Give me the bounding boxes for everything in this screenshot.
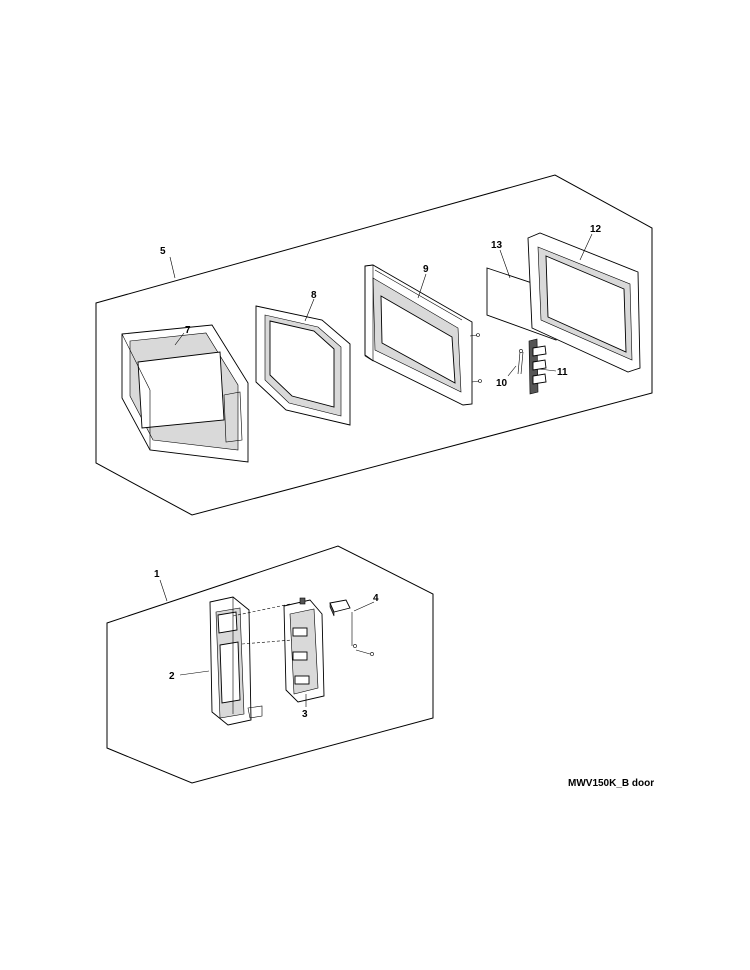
callout-3: 3 <box>302 709 308 720</box>
callout-7: 7 <box>185 325 191 336</box>
part-8-door-screen[interactable] <box>255 305 351 426</box>
part-7-choke-frame[interactable] <box>121 324 249 463</box>
callout-13: 13 <box>491 240 503 251</box>
part-3-control-bracket[interactable] <box>283 597 325 703</box>
part-12-outer-door-panel[interactable] <box>527 232 641 373</box>
assembly-1-boundary <box>106 545 434 784</box>
assembly-5-group: 5 7 8 9 13 12 10 11 <box>95 174 653 516</box>
callout-8: 8 <box>311 290 317 301</box>
callout-2: 2 <box>169 671 175 682</box>
callout-12: 12 <box>590 224 602 235</box>
assembly-5-boundary <box>95 174 653 516</box>
part-4-component[interactable] <box>329 599 374 656</box>
callout-11: 11 <box>557 367 568 378</box>
callout-9: 9 <box>423 264 429 275</box>
part-9-door-frame[interactable] <box>364 264 482 406</box>
callout-5: 5 <box>160 246 166 257</box>
part-2-control-panel[interactable] <box>209 596 263 726</box>
callout-4: 4 <box>373 593 379 604</box>
callout-1: 1 <box>154 569 160 580</box>
assembly-1-group: 1 2 3 4 <box>106 545 434 784</box>
diagram-caption: MWV150K_B door <box>568 778 654 789</box>
part-11-latch-hook[interactable] <box>528 338 547 395</box>
part-10-latch-spring[interactable] <box>517 349 524 375</box>
callout-10: 10 <box>496 378 508 389</box>
